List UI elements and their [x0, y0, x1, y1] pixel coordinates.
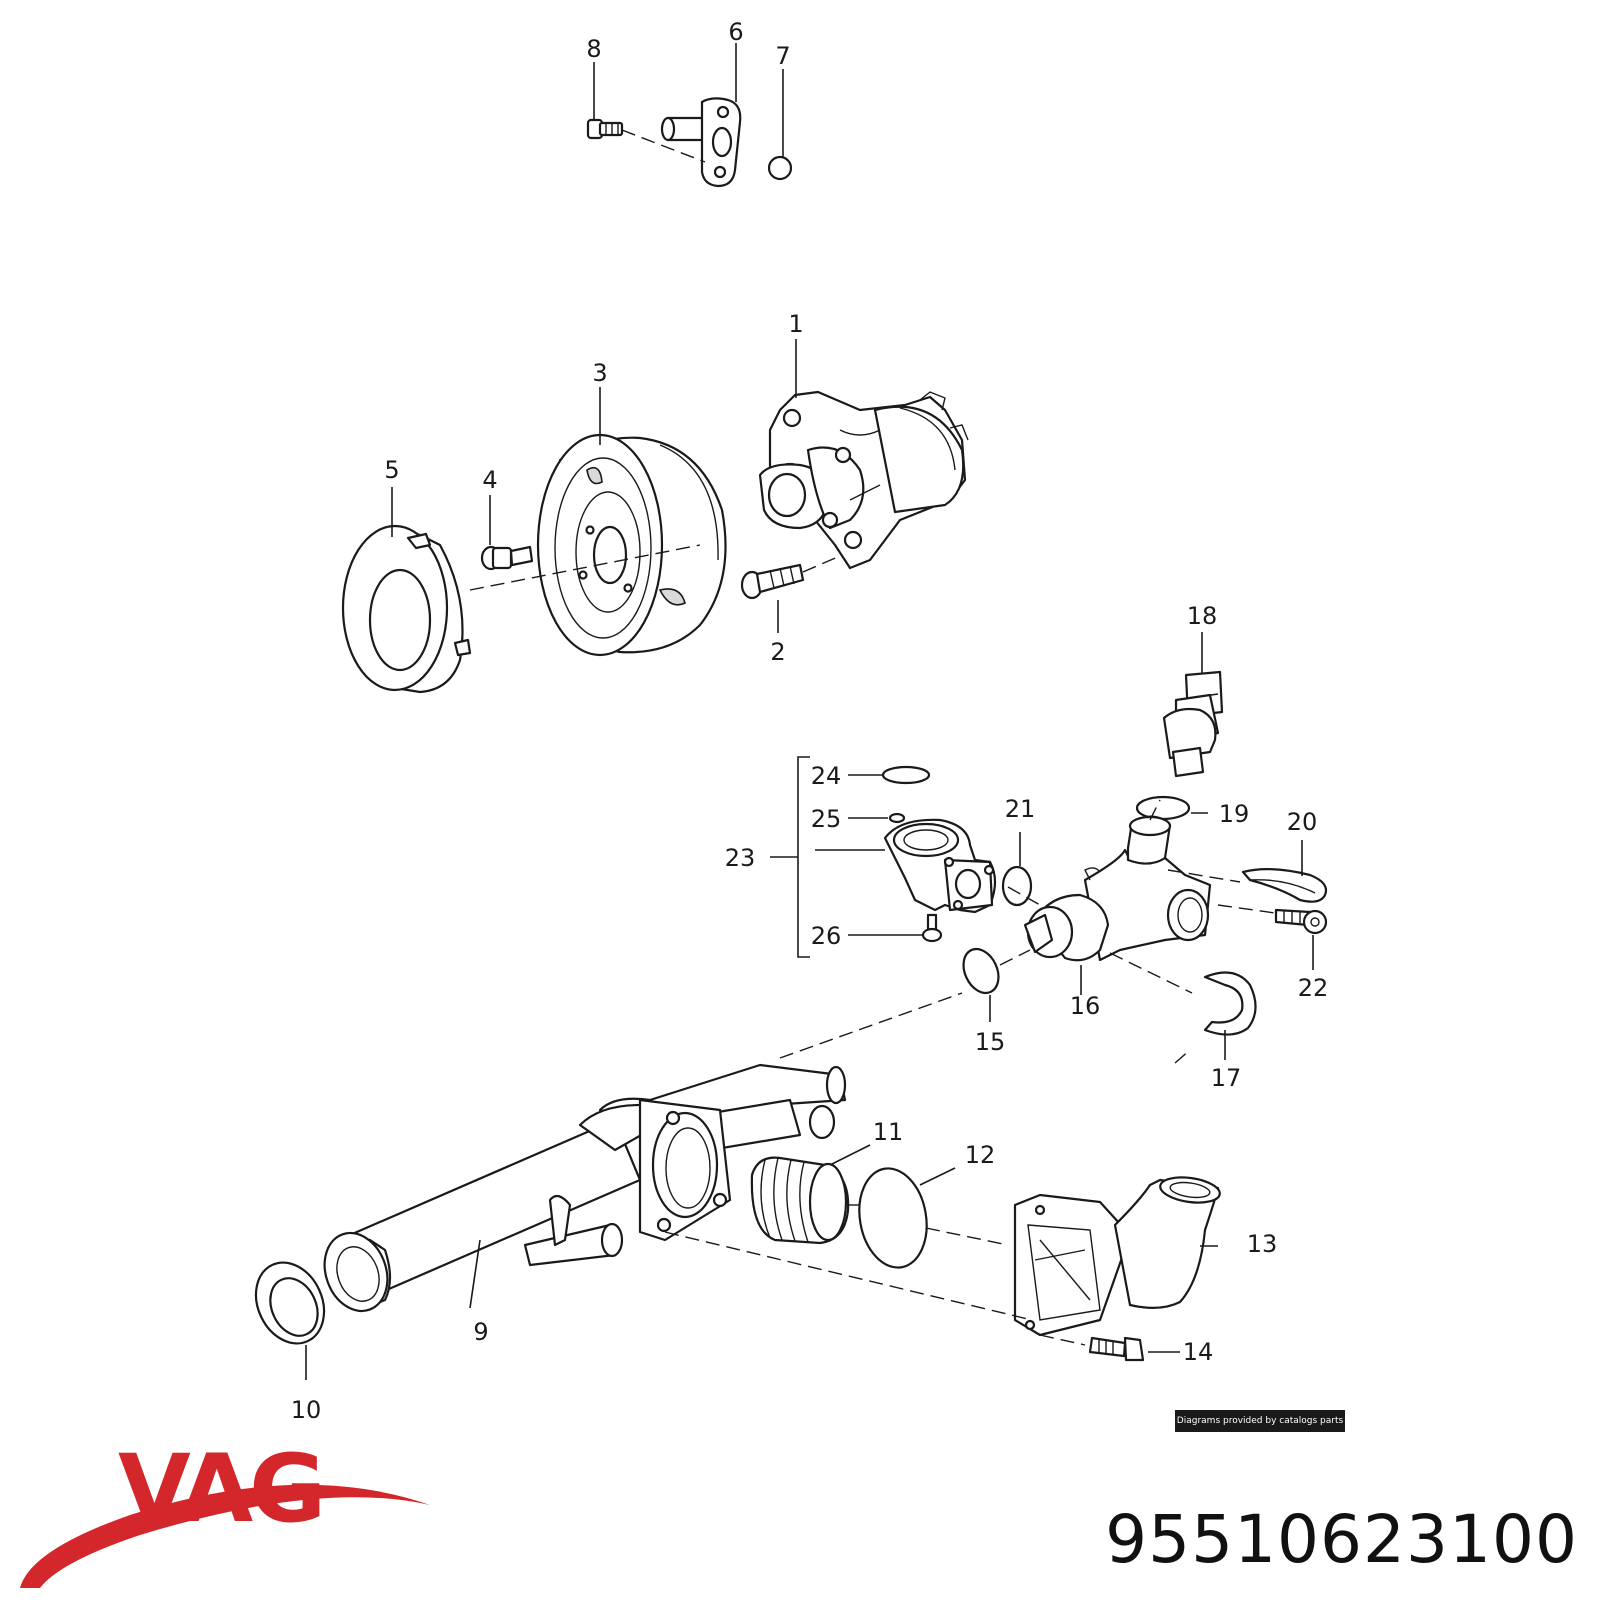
- part-6-fitting: [660, 97, 742, 188]
- credit-banner: Diagrams provided by catalogs parts: [1175, 1410, 1345, 1432]
- part-5-seal-ring: [341, 524, 472, 694]
- label-22: 22: [1298, 974, 1329, 1002]
- label-2: 2: [770, 638, 785, 666]
- part-15-o-ring: [962, 947, 1000, 995]
- part-24-o-ring: [881, 765, 931, 785]
- label-8: 8: [586, 35, 601, 63]
- part-17-clip: [1203, 971, 1257, 1036]
- vag-logo: [20, 1484, 430, 1588]
- label-16: 16: [1070, 992, 1101, 1020]
- label-20: 20: [1287, 808, 1318, 836]
- brand-name: VAG: [118, 1435, 326, 1544]
- label-10: 10: [291, 1396, 322, 1424]
- label-24: 24: [811, 762, 842, 790]
- label-9: 9: [473, 1318, 488, 1346]
- label-6: 6: [728, 18, 743, 46]
- part-8-bolt: [586, 118, 624, 140]
- label-11: 11: [873, 1118, 904, 1146]
- logo-swoosh: [20, 1484, 430, 1588]
- label-12: 12: [965, 1141, 996, 1169]
- part-20-clip: [1241, 868, 1328, 903]
- label-13: 13: [1247, 1230, 1278, 1258]
- part-18-sensor: [1162, 670, 1224, 778]
- part-21-o-ring: [1001, 865, 1033, 907]
- part-3-pulley: [536, 433, 727, 657]
- label-4: 4: [482, 466, 497, 494]
- label-25: 25: [811, 805, 842, 833]
- label-15: 15: [975, 1028, 1006, 1056]
- label-21: 21: [1005, 795, 1036, 823]
- part-26-screw: [921, 913, 943, 943]
- part-number: 95510623100: [1105, 1501, 1578, 1578]
- label-5: 5: [384, 456, 399, 484]
- part-2-bolt: [740, 563, 805, 600]
- label-18: 18: [1187, 602, 1218, 630]
- part-9-coolant-pipe: [323, 1063, 847, 1313]
- part-11-thermostat: [750, 1156, 850, 1245]
- part-23-housing: [883, 818, 997, 914]
- part-13-elbow-housing: [1013, 1176, 1221, 1337]
- part-4-bolt: [480, 545, 534, 571]
- part-labels: 1 2 3 4 5 6 7 8 9 10 11 12 13 14 15 16 1…: [291, 18, 1329, 1424]
- label-23: 23: [725, 844, 756, 872]
- part-22-bolt: [1274, 908, 1328, 935]
- label-26: 26: [811, 922, 842, 950]
- part-1-water-pump: [758, 390, 969, 570]
- label-17: 17: [1211, 1064, 1242, 1092]
- label-3: 3: [592, 359, 607, 387]
- part-12-o-ring: [858, 1167, 928, 1269]
- leader-lines: [305, 43, 1314, 1380]
- label-14: 14: [1183, 1338, 1214, 1366]
- label-19: 19: [1219, 800, 1250, 828]
- label-1: 1: [788, 310, 803, 338]
- label-7: 7: [775, 42, 790, 70]
- part-16-connector: [1023, 815, 1212, 962]
- part-7-o-ring: [767, 155, 793, 181]
- part-14-bolt: [1088, 1336, 1145, 1362]
- part-19-o-ring: [1135, 795, 1191, 821]
- part-25-small-ring: [888, 812, 906, 824]
- part-10-seal-ring: [254, 1261, 326, 1345]
